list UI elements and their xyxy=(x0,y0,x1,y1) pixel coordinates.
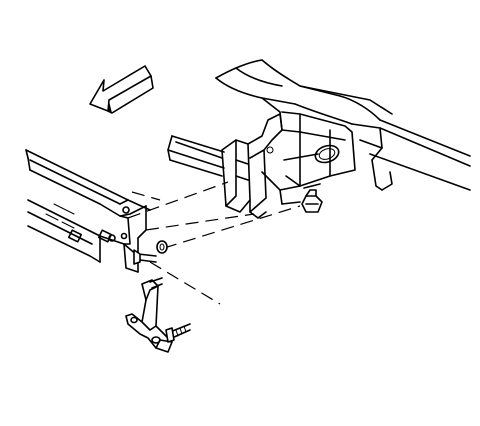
lower-brace xyxy=(125,277,191,353)
frame-rail-tube xyxy=(167,135,225,177)
washer xyxy=(156,240,168,254)
front-crossmember xyxy=(25,149,151,273)
flange-nut xyxy=(301,189,323,213)
bolt xyxy=(133,249,157,265)
direction-arrow xyxy=(89,65,154,114)
alignment-lines xyxy=(127,181,301,305)
frame-rail xyxy=(215,59,471,205)
mounting-bracket xyxy=(221,113,283,219)
